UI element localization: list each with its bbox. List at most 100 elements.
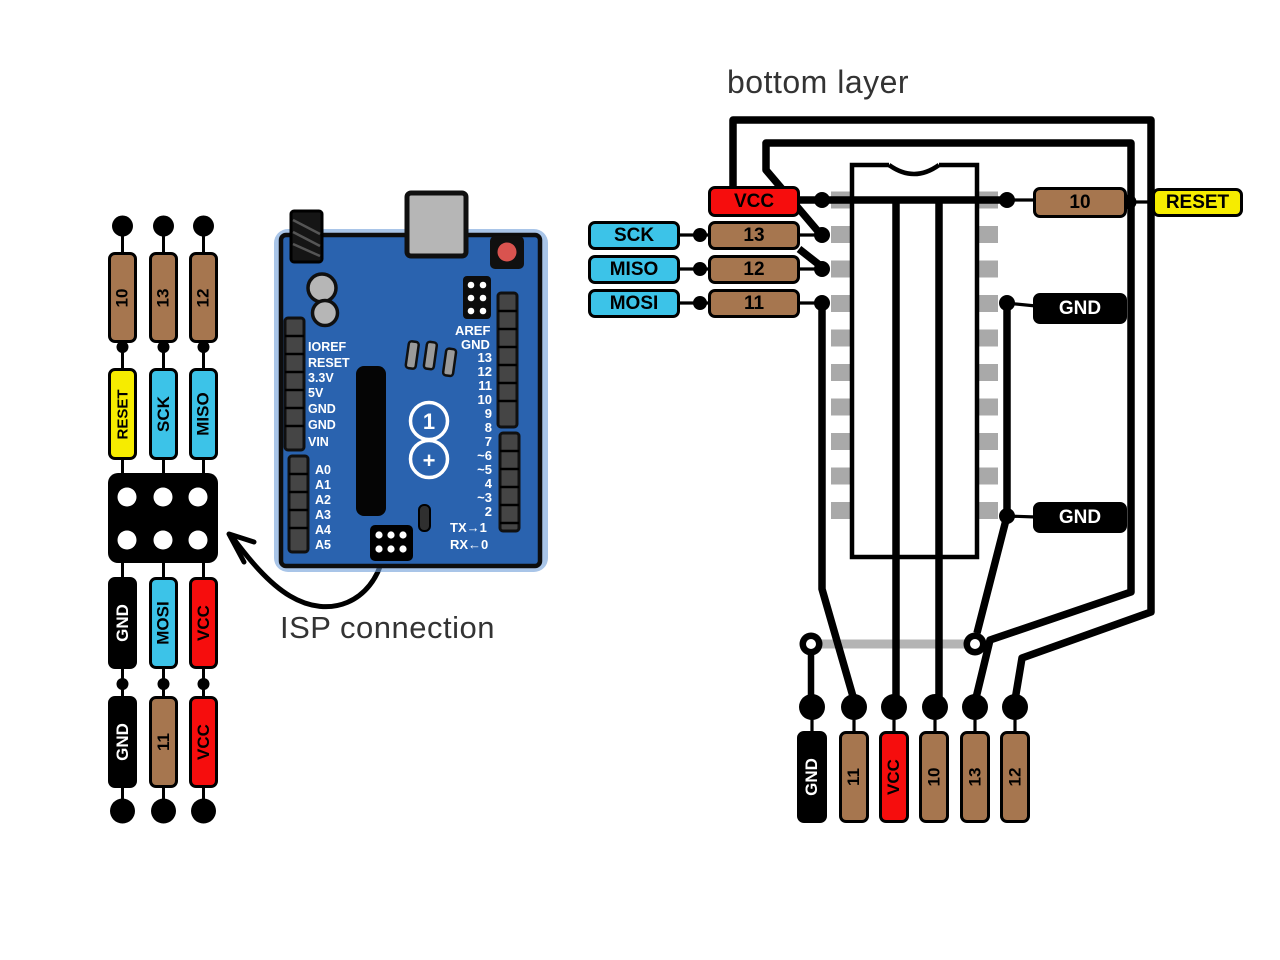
via-left: [799, 632, 823, 656]
board-label: A3: [315, 508, 331, 522]
pcb-10-label: 10: [1033, 187, 1127, 218]
dip-chip-outline: [849, 161, 980, 560]
pcb-12-label: 12: [708, 255, 800, 284]
copper-traces: [729, 116, 1155, 703]
pcb-mosi-label: MOSI: [588, 289, 680, 318]
left-pin-11: 11: [149, 696, 178, 788]
board-silkscreen-labels: IOREF RESET 3.3V 5V GND GND VIN A0 A1 A2…: [308, 323, 493, 552]
top-pin-circles: [112, 215, 214, 237]
left-pin-miso: MISO: [189, 368, 218, 460]
board-label: GND: [308, 418, 336, 432]
chip-pads-right: [977, 191, 998, 519]
pcb-gnd-bottom-label: GND: [1033, 502, 1127, 533]
pcb-bottom-layer: [680, 116, 1155, 734]
left-pin-13: 13: [149, 252, 178, 343]
bottom-pin-circles: [110, 798, 216, 824]
trace-inner-loop: [762, 139, 1135, 703]
left-pin-12: 12: [189, 252, 218, 343]
pcb-bottom-gnd: GND: [797, 731, 827, 823]
board-label: ~5: [477, 462, 492, 477]
bottom-layer-title: bottom layer: [727, 64, 910, 100]
trace-11: [818, 300, 858, 702]
smd-parts: [404, 340, 458, 378]
board-label: 7: [485, 434, 492, 449]
left-header-pinout: [108, 215, 218, 824]
isp-header-bottom: [370, 525, 413, 561]
board-label: A4: [315, 523, 331, 537]
isp-header-bottom-pins: [375, 531, 407, 553]
left-pin-vcc2: VCC: [189, 696, 218, 788]
left-pin-10: 10: [108, 252, 137, 343]
board-label: VIN: [308, 435, 329, 449]
board-label: ~3: [477, 490, 492, 505]
board-label: 5V: [308, 386, 324, 400]
isp-connector-block: [108, 473, 218, 563]
small-part: [418, 504, 431, 532]
board-label: GND: [461, 337, 490, 352]
board-label: ~6: [477, 448, 492, 463]
icsp-header-top: [463, 276, 491, 319]
power-jack-hatch: [292, 218, 321, 258]
capacitor: [306, 272, 338, 304]
left-pin-gnd: GND: [108, 577, 137, 669]
pin-header-notches: [285, 309, 519, 530]
board-label: 3.3V: [308, 371, 334, 385]
board-label: A5: [315, 538, 331, 552]
board-label: 10: [478, 392, 492, 407]
component-scribble: [356, 366, 386, 516]
arrowhead: [226, 531, 257, 565]
pcb-bottom-11: 11: [839, 731, 869, 823]
isp-connection-caption: ISP connection: [280, 610, 495, 645]
infinity-logo: 1 +: [408, 400, 450, 480]
board-label: A1: [315, 478, 331, 492]
board-label: 9: [485, 406, 492, 421]
pcb-vcc-label: VCC: [708, 186, 800, 217]
board-label: RX←0: [450, 537, 488, 552]
logo-one: 1: [423, 409, 435, 434]
left-pin-sck: SCK: [149, 368, 178, 460]
board-label: 12: [478, 364, 492, 379]
pcb-gnd-top-label: GND: [1033, 293, 1127, 324]
junction-dots-lower: [116, 678, 210, 690]
left-pin-vcc: VCC: [189, 577, 218, 669]
chip-pads-left: [831, 191, 852, 519]
via-right: [963, 632, 987, 656]
pcb-bottom-13: 13: [960, 731, 990, 823]
board-label: A0: [315, 463, 331, 477]
pcb-reset-label: RESET: [1152, 188, 1243, 217]
pcb-bottom-vcc: VCC: [879, 731, 909, 823]
board-label: IOREF: [308, 340, 347, 354]
icsp-header-top-pins: [467, 281, 487, 315]
trace-outer-loop: [729, 116, 1155, 701]
pcb-bottom-12: 12: [1000, 731, 1030, 823]
board-label: A2: [315, 493, 331, 507]
arduino-board: 1 + IOREF RESET 3.3V 5V GND GND VIN A0 A…: [274, 190, 548, 572]
logo-plus: +: [423, 448, 436, 473]
pcb-13-label: 13: [708, 221, 800, 250]
capacitor: [310, 298, 340, 328]
board-label: 4: [485, 476, 493, 491]
isp-pointer-arrow: [226, 531, 386, 610]
solder-junction-dots: [693, 192, 1137, 720]
trace-gnd: [973, 300, 1011, 634]
board-label: GND: [308, 402, 336, 416]
chip-notch: [887, 163, 941, 177]
pcb-miso-label: MISO: [588, 255, 680, 284]
board-label: 8: [485, 420, 492, 435]
board-label: RESET: [308, 356, 350, 370]
usb-connector: [404, 190, 469, 259]
pcb-sck-label: SCK: [588, 221, 680, 250]
pcb-bottom-10: 10: [919, 731, 949, 823]
left-pin-reset: RESET: [108, 368, 137, 460]
junction-dots-upper: [116, 341, 210, 353]
board-label: 13: [478, 350, 492, 365]
left-pin-mosi: MOSI: [149, 577, 178, 669]
board-label: 11: [478, 378, 492, 393]
left-pin-gnd2: GND: [108, 696, 137, 788]
board-label: TX→1: [450, 520, 487, 535]
board-label: 2: [485, 504, 492, 519]
pcb-11-label: 11: [708, 289, 800, 318]
reset-button-cap: [497, 242, 517, 262]
